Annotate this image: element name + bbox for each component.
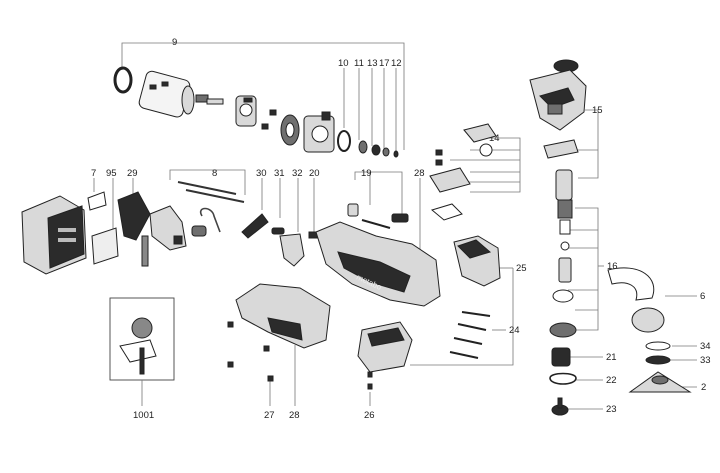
spindle-stack: [543, 139, 579, 338]
callout-10: 10: [338, 58, 349, 69]
callout-6: 6: [700, 291, 705, 302]
callout-26: 26: [364, 410, 375, 421]
callout-32: 32: [292, 168, 303, 179]
lever: [429, 123, 497, 221]
dust-adapter: [607, 267, 665, 333]
parts-19: [347, 203, 409, 229]
fan-assembly: [235, 95, 335, 153]
label-sheet: [87, 191, 119, 265]
callout-8: 8: [212, 168, 217, 179]
callout-11: 11: [354, 58, 364, 69]
callout-21: 21: [606, 352, 617, 363]
callout-23: 23: [606, 404, 617, 415]
callout-13: 13: [367, 58, 378, 69]
callout-14: 14: [489, 133, 500, 144]
callout-29: 29: [127, 168, 138, 179]
bearings: [337, 130, 399, 158]
inset-1001: [119, 317, 157, 375]
callout-28-bottom: 28: [289, 410, 300, 421]
callout-27: 27: [264, 410, 275, 421]
housing-half: metabo: [315, 221, 441, 307]
spindle-parts-21-23: [549, 347, 577, 416]
callout-2: 2: [701, 382, 706, 393]
callout-9: 9: [172, 37, 177, 48]
motor-ring: [113, 66, 133, 94]
callout-30: 30: [256, 168, 267, 179]
motor: [138, 70, 224, 118]
callout-22: 22: [606, 375, 617, 386]
callout-7: 7: [91, 168, 96, 179]
callout-34: 34: [700, 341, 711, 352]
gearbox-housing: [357, 321, 413, 373]
callout-15: 15: [592, 105, 603, 116]
callout-20: 20: [309, 168, 320, 179]
callout-12: 12: [391, 58, 402, 69]
sanding-parts: [628, 341, 692, 393]
leader-lines: [93, 42, 697, 410]
rods: [177, 181, 245, 203]
callout-33: 33: [700, 355, 711, 366]
callout-1001: 1001: [133, 410, 154, 421]
callout-16: 16: [607, 261, 618, 272]
callout-28-top: 28: [414, 168, 425, 179]
head-housing: [529, 59, 587, 131]
switch-module: [149, 205, 221, 251]
small-parts-30-32: [241, 213, 318, 267]
callout-25: 25: [516, 263, 527, 274]
callout-95: 95: [106, 168, 117, 179]
callout-19: 19: [361, 168, 372, 179]
gear-cover: [453, 235, 501, 287]
long-screws: [449, 311, 491, 359]
battery-contact: [117, 191, 151, 267]
small-screws: [227, 321, 373, 390]
callout-labels: 9 10 11 13 17 12 14 15 7 95 29 8 30 31 3…: [91, 37, 711, 421]
callout-17: 17: [379, 58, 390, 69]
battery-pack: [21, 195, 87, 275]
callout-24: 24: [509, 325, 520, 336]
callout-31: 31: [274, 168, 285, 179]
housing-bottom: [235, 283, 331, 349]
